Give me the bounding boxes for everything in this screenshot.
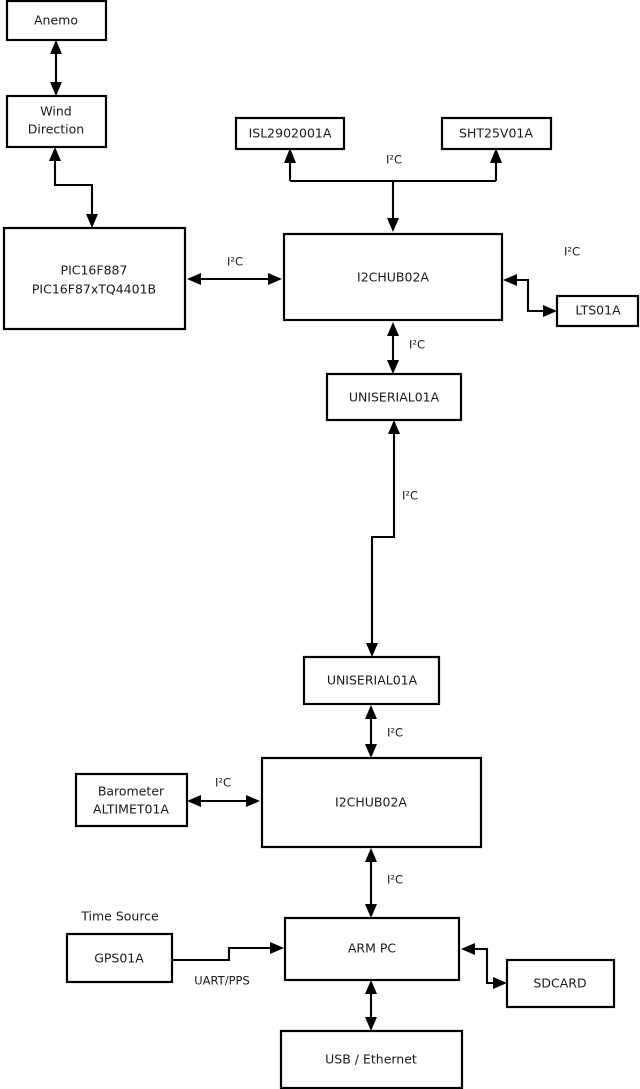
edge-anemo-wind xyxy=(50,40,62,96)
node-label-lts01a: LTS01A xyxy=(575,303,621,318)
edge-label-sensors-hub: I²C xyxy=(386,153,402,167)
node-label-barometer-line2: ALTIMET01A xyxy=(93,802,169,817)
node-sdcard[interactable]: SDCARD xyxy=(505,958,616,1009)
node-wind-direction[interactable]: Wind Direction xyxy=(5,94,108,149)
edge-armpc-usbeth xyxy=(365,980,377,1031)
node-pic-mcu[interactable]: PIC16F887 PIC16F87xTQ4401B xyxy=(2,226,187,331)
edge-hub-uniserial-top: I²C xyxy=(387,322,425,374)
node-label-pic-line1: PIC16F887 xyxy=(61,263,128,278)
node-label-i2chub02a-bottom: I2CHUB02A xyxy=(335,795,407,810)
edge-baro-hub: I²C xyxy=(187,776,260,807)
node-label-usb-ethernet: USB / Ethernet xyxy=(325,1052,417,1067)
node-label-barometer-line1: Barometer xyxy=(98,784,165,799)
node-lts01a[interactable]: LTS01A xyxy=(555,294,640,328)
node-i2chub02a-top[interactable]: I2CHUB02A xyxy=(282,232,504,322)
node-label-uniserial01a-bottom: UNISERIAL01A xyxy=(327,673,418,688)
edge-hub-armpc: I²C xyxy=(365,848,403,918)
edge-pic-hub-top: I²C xyxy=(187,255,282,285)
node-label-anemo: Anemo xyxy=(34,13,78,28)
edge-label-uniserial-hub-bot: I²C xyxy=(387,726,403,740)
edge-label-pic-hub: I²C xyxy=(227,255,243,269)
node-isl2902001a[interactable]: ISL2902001A xyxy=(234,116,346,151)
edge-wind-pic xyxy=(49,147,98,228)
edge-label-baro-hub: I²C xyxy=(215,776,231,790)
node-barometer-altimet01a[interactable]: Barometer ALTIMET01A xyxy=(74,772,189,828)
node-sht25v01a[interactable]: SHT25V01A xyxy=(440,116,553,151)
edge-label-uniserial-link: I²C xyxy=(402,489,418,503)
node-label-gps01a: GPS01A xyxy=(94,951,144,966)
node-anemo[interactable]: Anemo xyxy=(5,0,108,42)
node-i2chub02a-bottom[interactable]: I2CHUB02A xyxy=(260,756,483,849)
edge-uniserial-link: I²C xyxy=(366,420,418,657)
edge-uniserial-hub-bot: I²C xyxy=(365,705,403,758)
node-arm-pc[interactable]: ARM PC xyxy=(283,916,461,982)
node-label-sht25v01a: SHT25V01A xyxy=(459,126,533,141)
node-label-wind-line1: Wind xyxy=(40,104,71,119)
node-label-wind-line2: Direction xyxy=(28,122,84,137)
edge-label-hub-uniserial-top: I²C xyxy=(409,338,425,352)
edge-label-hub-lts: I²C xyxy=(564,245,580,259)
node-label-pic-line2: PIC16F87xTQ4401B xyxy=(32,282,156,297)
node-uniserial01a-bottom[interactable]: UNISERIAL01A xyxy=(302,655,441,706)
edge-hub-lts: I²C xyxy=(503,245,580,317)
edge-armpc-sdcard xyxy=(461,943,507,989)
edge-gps-armpc: UART/PPS xyxy=(172,942,284,988)
node-usb-ethernet[interactable]: USB / Ethernet xyxy=(279,1029,464,1089)
edge-hub-sensors: I²C xyxy=(284,148,502,232)
node-uniserial01a-top[interactable]: UNISERIAL01A xyxy=(325,372,463,422)
node-label-isl2902001a: ISL2902001A xyxy=(249,126,332,141)
node-label-sdcard: SDCARD xyxy=(533,976,586,991)
edge-label-hub-armpc: I²C xyxy=(387,873,403,887)
caption-time-source: Time Source xyxy=(80,909,159,924)
edge-label-gps-armpc: UART/PPS xyxy=(194,974,250,988)
node-label-uniserial01a-top: UNISERIAL01A xyxy=(349,390,440,405)
node-label-i2chub02a-top: I2CHUB02A xyxy=(357,270,429,285)
node-gps01a[interactable]: GPS01A xyxy=(65,932,174,984)
node-label-arm-pc: ARM PC xyxy=(348,941,397,956)
